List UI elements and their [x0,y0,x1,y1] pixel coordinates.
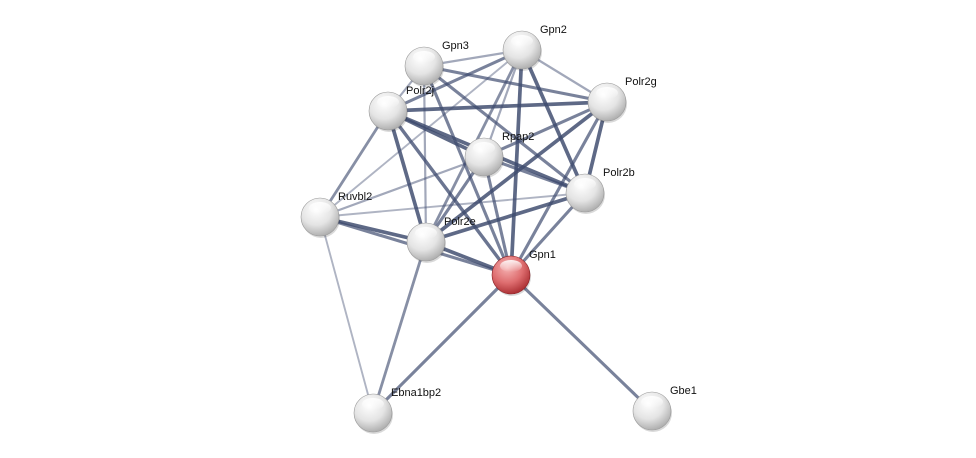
edges-layer [318,48,654,415]
nodes-layer: Gpn3 Gpn2Polr2gPolr2jRpap2Polr2bRuvbl2Pol… [300,24,697,434]
node-label: Polr2e [444,216,476,228]
edge-polr2g-polr2e[interactable] [424,100,609,244]
edge-gpn1-ebna1bp2[interactable] [371,273,513,415]
node-label: Rpap2 [502,131,534,143]
node-ruvbl2[interactable]: Ruvbl2 [300,191,372,238]
node-highlight [500,260,522,272]
edge-rpap2-gpn1[interactable] [482,155,513,277]
node-label: Polr2b [603,167,635,179]
node-highlight [473,142,495,154]
node-label: Ebna1bp2 [391,387,441,399]
node-highlight [413,51,435,63]
node-polr2e[interactable]: Polr2e [406,216,476,263]
edge-gpn2-ruvbl2[interactable] [319,49,523,218]
edge-polr2j-polr2g[interactable] [386,100,609,113]
node-ebna1bp2[interactable]: Ebna1bp2 [353,387,441,434]
node-rpap2[interactable]: Rpap2 [464,131,534,178]
edge-gpn3-polr2b[interactable] [422,64,587,195]
edge-gpn2-polr2j[interactable] [386,48,524,113]
node-gpn2[interactable]: Gpn2 [502,24,567,71]
node-highlight [309,202,331,214]
node-gpn1[interactable]: Gpn1 [491,249,556,296]
edge-polr2j-polr2e[interactable] [386,109,428,244]
node-gbe1[interactable]: Gbe1 [632,385,697,432]
node-highlight [574,178,596,190]
edge-gpn3-gpn1[interactable] [422,64,513,277]
edge-gpn3-polr2g[interactable] [422,64,609,104]
edge-polr2b-polr2e[interactable] [424,191,587,244]
edge-polr2g-gpn1[interactable] [509,100,609,277]
node-highlight [415,227,437,239]
node-label: Gpn1 [529,249,556,261]
node-polr2j[interactable]: Polr2j [368,85,434,132]
node-label: Gbe1 [670,385,697,397]
edge-polr2b-ruvbl2[interactable] [319,192,586,218]
node-highlight [596,87,618,99]
node-highlight [377,96,399,108]
node-highlight [511,35,533,47]
node-label: Ruvbl2 [338,191,372,203]
edge-rpap2-ruvbl2[interactable] [318,155,486,219]
edge-polr2g-rpap2[interactable] [482,100,609,159]
node-highlight [641,396,663,408]
edge-gpn1-gbe1[interactable] [509,273,654,413]
node-label: Polr2j [406,85,434,97]
edge-polr2j-ruvbl2[interactable] [318,109,390,219]
node-label: Polr2g [625,76,657,88]
node-gpn3[interactable]: Gpn3 [404,40,469,87]
node-label: Gpn2 [540,24,567,36]
edge-polr2e-ebna1bp2[interactable] [371,240,428,415]
edge-ruvbl2-ebna1bp2[interactable] [319,216,374,414]
edge-polr2j-gpn1[interactable] [386,109,513,277]
node-polr2g[interactable]: Polr2g [587,76,657,123]
node-label: Gpn3 [442,40,469,52]
node-polr2b[interactable]: Polr2b [565,167,635,214]
edge-gpn2-polr2b[interactable] [520,48,587,195]
node-highlight [362,398,384,410]
